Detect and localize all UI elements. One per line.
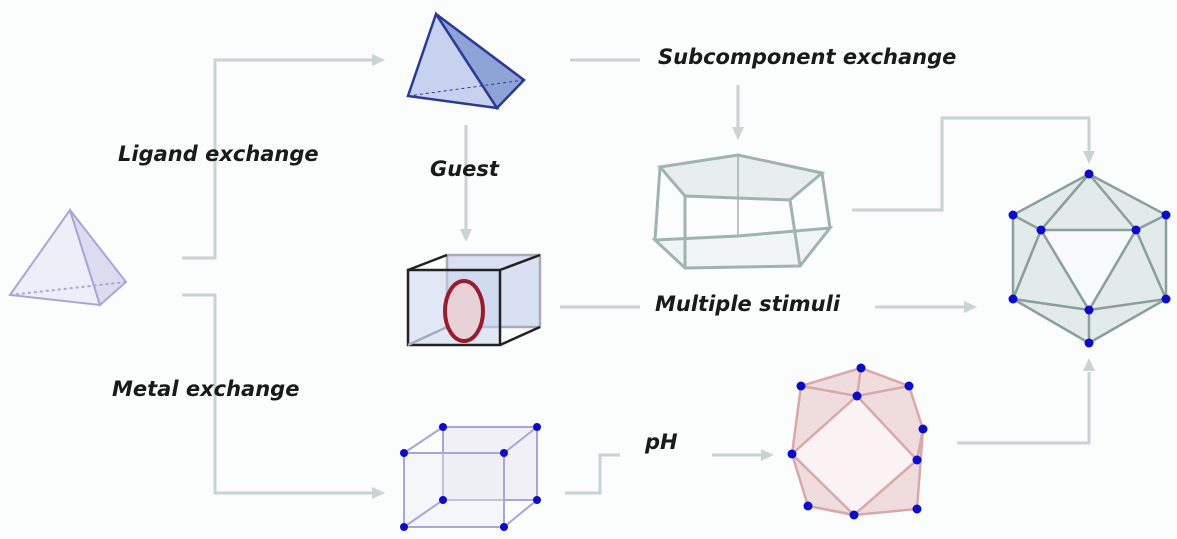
pentagonal-prism <box>651 153 834 270</box>
tetrahedron-top <box>406 11 526 111</box>
pink-polyhedron <box>787 363 928 520</box>
cube-with-guest <box>406 253 542 347</box>
icosahedron <box>1008 169 1171 348</box>
label-ph: pH <box>645 430 678 454</box>
label-subcomponent-exchange: Subcomponent exchange <box>658 45 957 69</box>
cube-blue-vertices <box>400 423 541 531</box>
arrow-metal-exchange <box>182 293 375 495</box>
label-multiple-stimuli: Multiple stimuli <box>655 292 841 316</box>
arrow-ph <box>565 453 762 495</box>
label-guest: Guest <box>430 157 499 181</box>
arrow-prism-to-icosahedron <box>852 116 1091 212</box>
guest-molecule-icon <box>443 279 485 343</box>
label-metal-exchange: Metal exchange <box>112 377 300 401</box>
arrows <box>182 54 1095 499</box>
tetrahedron-left <box>8 207 128 307</box>
arrow-ligand-exchange <box>182 58 375 260</box>
label-ligand-exchange: Ligand exchange <box>118 142 319 166</box>
arrow-pink-to-icosahedron <box>957 372 1091 445</box>
